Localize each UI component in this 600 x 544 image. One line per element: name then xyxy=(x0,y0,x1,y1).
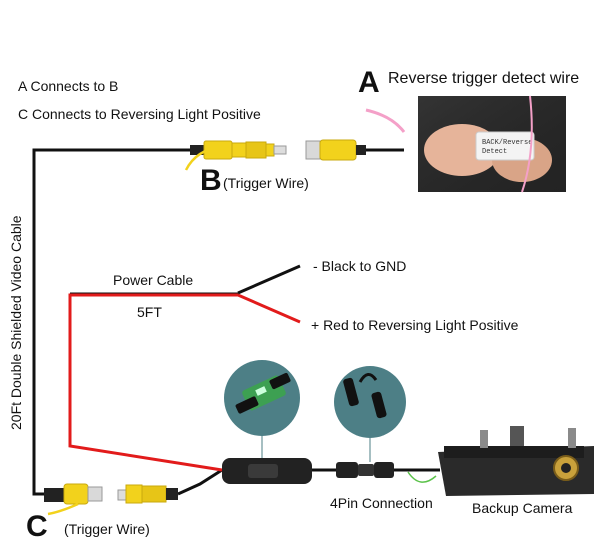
green-wire xyxy=(407,471,437,483)
four-pin-inset xyxy=(334,366,406,438)
video-cable-label: 20Ft Double Shielded Video Cable xyxy=(8,215,24,430)
photo-label-line-1: BACK/Reverse xyxy=(482,139,532,147)
red-wire-label: + Red to Reversing Light Positive xyxy=(311,317,519,333)
power-cable-red xyxy=(68,293,301,472)
marker-c-letter: C xyxy=(26,510,48,543)
trigger-wire-a xyxy=(365,108,406,133)
black-wire-label: - Black to GND xyxy=(313,258,407,274)
marker-b-letter: B xyxy=(200,164,222,197)
power-length-label: 5FT xyxy=(137,304,162,320)
marker-a-letter: A xyxy=(358,66,380,99)
note-line-1: A Connects to B xyxy=(18,78,119,94)
backup-camera xyxy=(438,426,594,496)
marker-a-caption: Reverse trigger detect wire xyxy=(388,70,580,87)
reverse-detect-photo: BACK/Reverse Detect xyxy=(418,95,566,193)
trigger-wire-b xyxy=(184,144,223,171)
camera-label: Backup Camera xyxy=(472,500,573,516)
power-cable-label: Power Cable xyxy=(113,272,194,288)
control-box xyxy=(222,458,312,484)
marker-c-caption: (Trigger Wire) xyxy=(64,521,150,537)
rca-connector-b xyxy=(190,140,287,160)
rca-connector-c-female xyxy=(44,483,103,505)
photo-label-line-2: Detect xyxy=(482,148,507,156)
pcb-inset xyxy=(224,360,300,436)
note-line-2: C Connects to Reversing Light Positive xyxy=(18,106,261,122)
four-pin-connector xyxy=(336,462,394,478)
rca-connector-c-male xyxy=(117,484,178,504)
rca-connector-a-side xyxy=(305,139,366,161)
connection-label: 4Pin Connection xyxy=(330,495,433,511)
video-cable xyxy=(32,148,190,496)
trigger-wire-c xyxy=(47,502,79,516)
video-cable-lower xyxy=(177,468,223,496)
power-cable-black xyxy=(237,264,301,295)
marker-b-caption: (Trigger Wire) xyxy=(223,175,309,191)
